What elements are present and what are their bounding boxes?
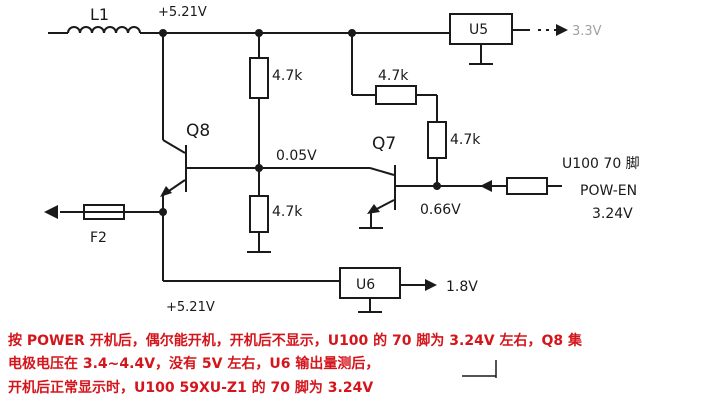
junction-dot bbox=[159, 208, 167, 216]
arrow-q8-emitter bbox=[160, 186, 172, 197]
label-f2: F2 bbox=[90, 230, 107, 246]
label-r2: 4.7k bbox=[378, 68, 409, 84]
label-v-en: 3.24V bbox=[592, 206, 633, 222]
resistor-r2 bbox=[375, 85, 417, 105]
label-v-base: 0.05V bbox=[276, 148, 317, 164]
label-r1: 4.7k bbox=[272, 68, 303, 84]
label-u6: U6 bbox=[356, 277, 375, 293]
junction-dot bbox=[159, 29, 167, 37]
label-u100-pin: U100 70 脚 bbox=[562, 156, 640, 172]
label-u5-out: 3.3V bbox=[572, 24, 602, 39]
label-pow-en: POW-EN bbox=[580, 183, 637, 199]
resistor-r1 bbox=[249, 57, 269, 99]
label-q8: Q8 bbox=[186, 121, 210, 141]
junction-dot bbox=[255, 164, 263, 172]
resistor-r4 bbox=[427, 121, 447, 159]
label-v-q7b: 0.66V bbox=[420, 202, 461, 218]
q8-collector bbox=[162, 139, 186, 154]
note-line-3: 开机后正常显示时，U100 59XU-Z1 的 70 脚为 3.24V bbox=[8, 380, 374, 396]
arrow-f2 bbox=[44, 205, 58, 219]
junction-dot bbox=[433, 182, 441, 190]
label-l1: L1 bbox=[90, 5, 109, 24]
label-u6-out: 1.8V bbox=[446, 279, 478, 295]
label-q7: Q7 bbox=[372, 134, 396, 154]
label-v-bot: +5.21V bbox=[166, 300, 215, 315]
label-r4: 4.7k bbox=[450, 132, 481, 148]
arrow-pow-en bbox=[480, 180, 492, 192]
arrow-u5-out bbox=[556, 24, 568, 36]
inductor-l1 bbox=[67, 26, 141, 34]
label-u5: U5 bbox=[469, 22, 488, 38]
note-line-1: 按 POWER 开机后，偶尔能开机，开机后不显示，U100 的 70 脚为 3.… bbox=[8, 333, 583, 349]
resistor-r3 bbox=[249, 195, 269, 233]
label-v-in: +5.21V bbox=[158, 5, 207, 20]
q7-collector bbox=[369, 167, 395, 176]
arrow-q7-emitter bbox=[367, 204, 380, 214]
junction-dot bbox=[348, 29, 356, 37]
arrow-u6-out bbox=[425, 279, 437, 291]
note-line-2: 电极电压在 3.4~4.4V，没有 5V 左右，U6 输出量测后， bbox=[8, 356, 380, 372]
fuse-f2 bbox=[83, 204, 125, 220]
resistor-r5 bbox=[506, 177, 548, 195]
junction-dot bbox=[255, 29, 263, 37]
label-r3: 4.7k bbox=[272, 204, 303, 220]
